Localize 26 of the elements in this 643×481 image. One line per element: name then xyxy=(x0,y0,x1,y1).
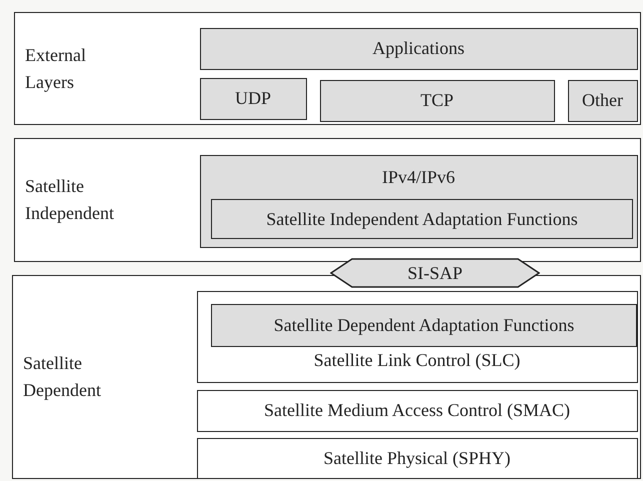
layer-label: Satellite Physical (SPHY) xyxy=(324,446,510,470)
protocol-box xyxy=(568,80,638,122)
protocol-box xyxy=(320,80,554,122)
protocol-box xyxy=(200,28,638,70)
layer-label: Applications xyxy=(372,37,464,60)
layer-label: Satellite Medium Access Control (SMAC) xyxy=(264,399,570,422)
layer-band xyxy=(14,12,641,125)
function-box xyxy=(211,304,637,347)
protocol-box xyxy=(196,390,638,432)
layer-label: TCP xyxy=(420,89,454,112)
layer-label: External Layers xyxy=(24,44,87,94)
layer-label: Satellite Independent Adaptation Functions xyxy=(266,208,578,231)
layer-label: Other xyxy=(582,89,623,112)
layer-label: Satellite Dependent Adaptation Functions xyxy=(274,314,574,337)
protocol-box xyxy=(200,78,306,120)
function-box xyxy=(211,199,633,239)
layer-label: UDP xyxy=(234,87,271,110)
protocol-box xyxy=(196,290,638,382)
layer-band xyxy=(14,138,641,262)
protocol-box xyxy=(196,438,638,478)
layer-label: Satellite Dependent xyxy=(22,352,102,402)
protocol-box xyxy=(200,154,638,248)
layer-label: Satellite Independent xyxy=(24,175,115,225)
layer-label: SI-SAP xyxy=(407,262,463,284)
access-point-hexagon xyxy=(330,258,540,288)
layer-label: Satellite Link Control (SLC) xyxy=(314,348,520,372)
